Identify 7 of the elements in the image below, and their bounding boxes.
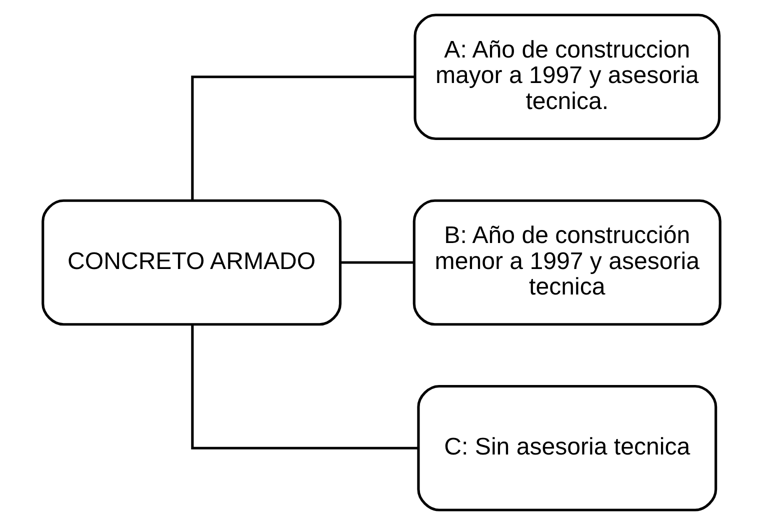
node-box: CONCRETO ARMADO bbox=[41, 199, 342, 326]
node-box: B: Año de construcción menor a 1997 y asesoria tecnica bbox=[412, 199, 721, 326]
connector bbox=[190, 76, 414, 200]
connector bbox=[190, 324, 418, 450]
node-box: A: Año de construccion mayor a 1997 y asesoria tecnica. bbox=[413, 14, 720, 140]
connector bbox=[340, 261, 414, 264]
node-box: C: Sin asesoria tecnica bbox=[416, 384, 717, 512]
